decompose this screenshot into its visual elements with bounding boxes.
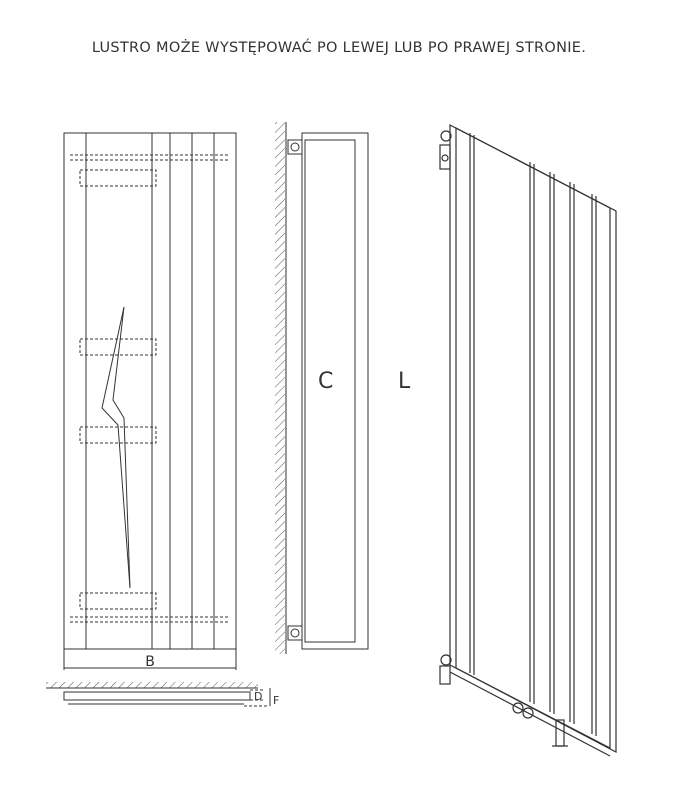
front-view xyxy=(63,132,237,670)
top-view xyxy=(46,682,271,707)
isometric-view xyxy=(439,124,617,757)
label-b: B xyxy=(145,654,155,670)
label-f: F xyxy=(273,694,279,707)
label-c: C xyxy=(318,369,333,394)
label-l: L xyxy=(398,369,411,394)
side-view xyxy=(275,122,369,654)
label-d: D xyxy=(254,690,262,703)
caption: LUSTRO MOŻE WYSTĘPOWAĆ PO LEWEJ LUB PO P… xyxy=(91,40,587,56)
